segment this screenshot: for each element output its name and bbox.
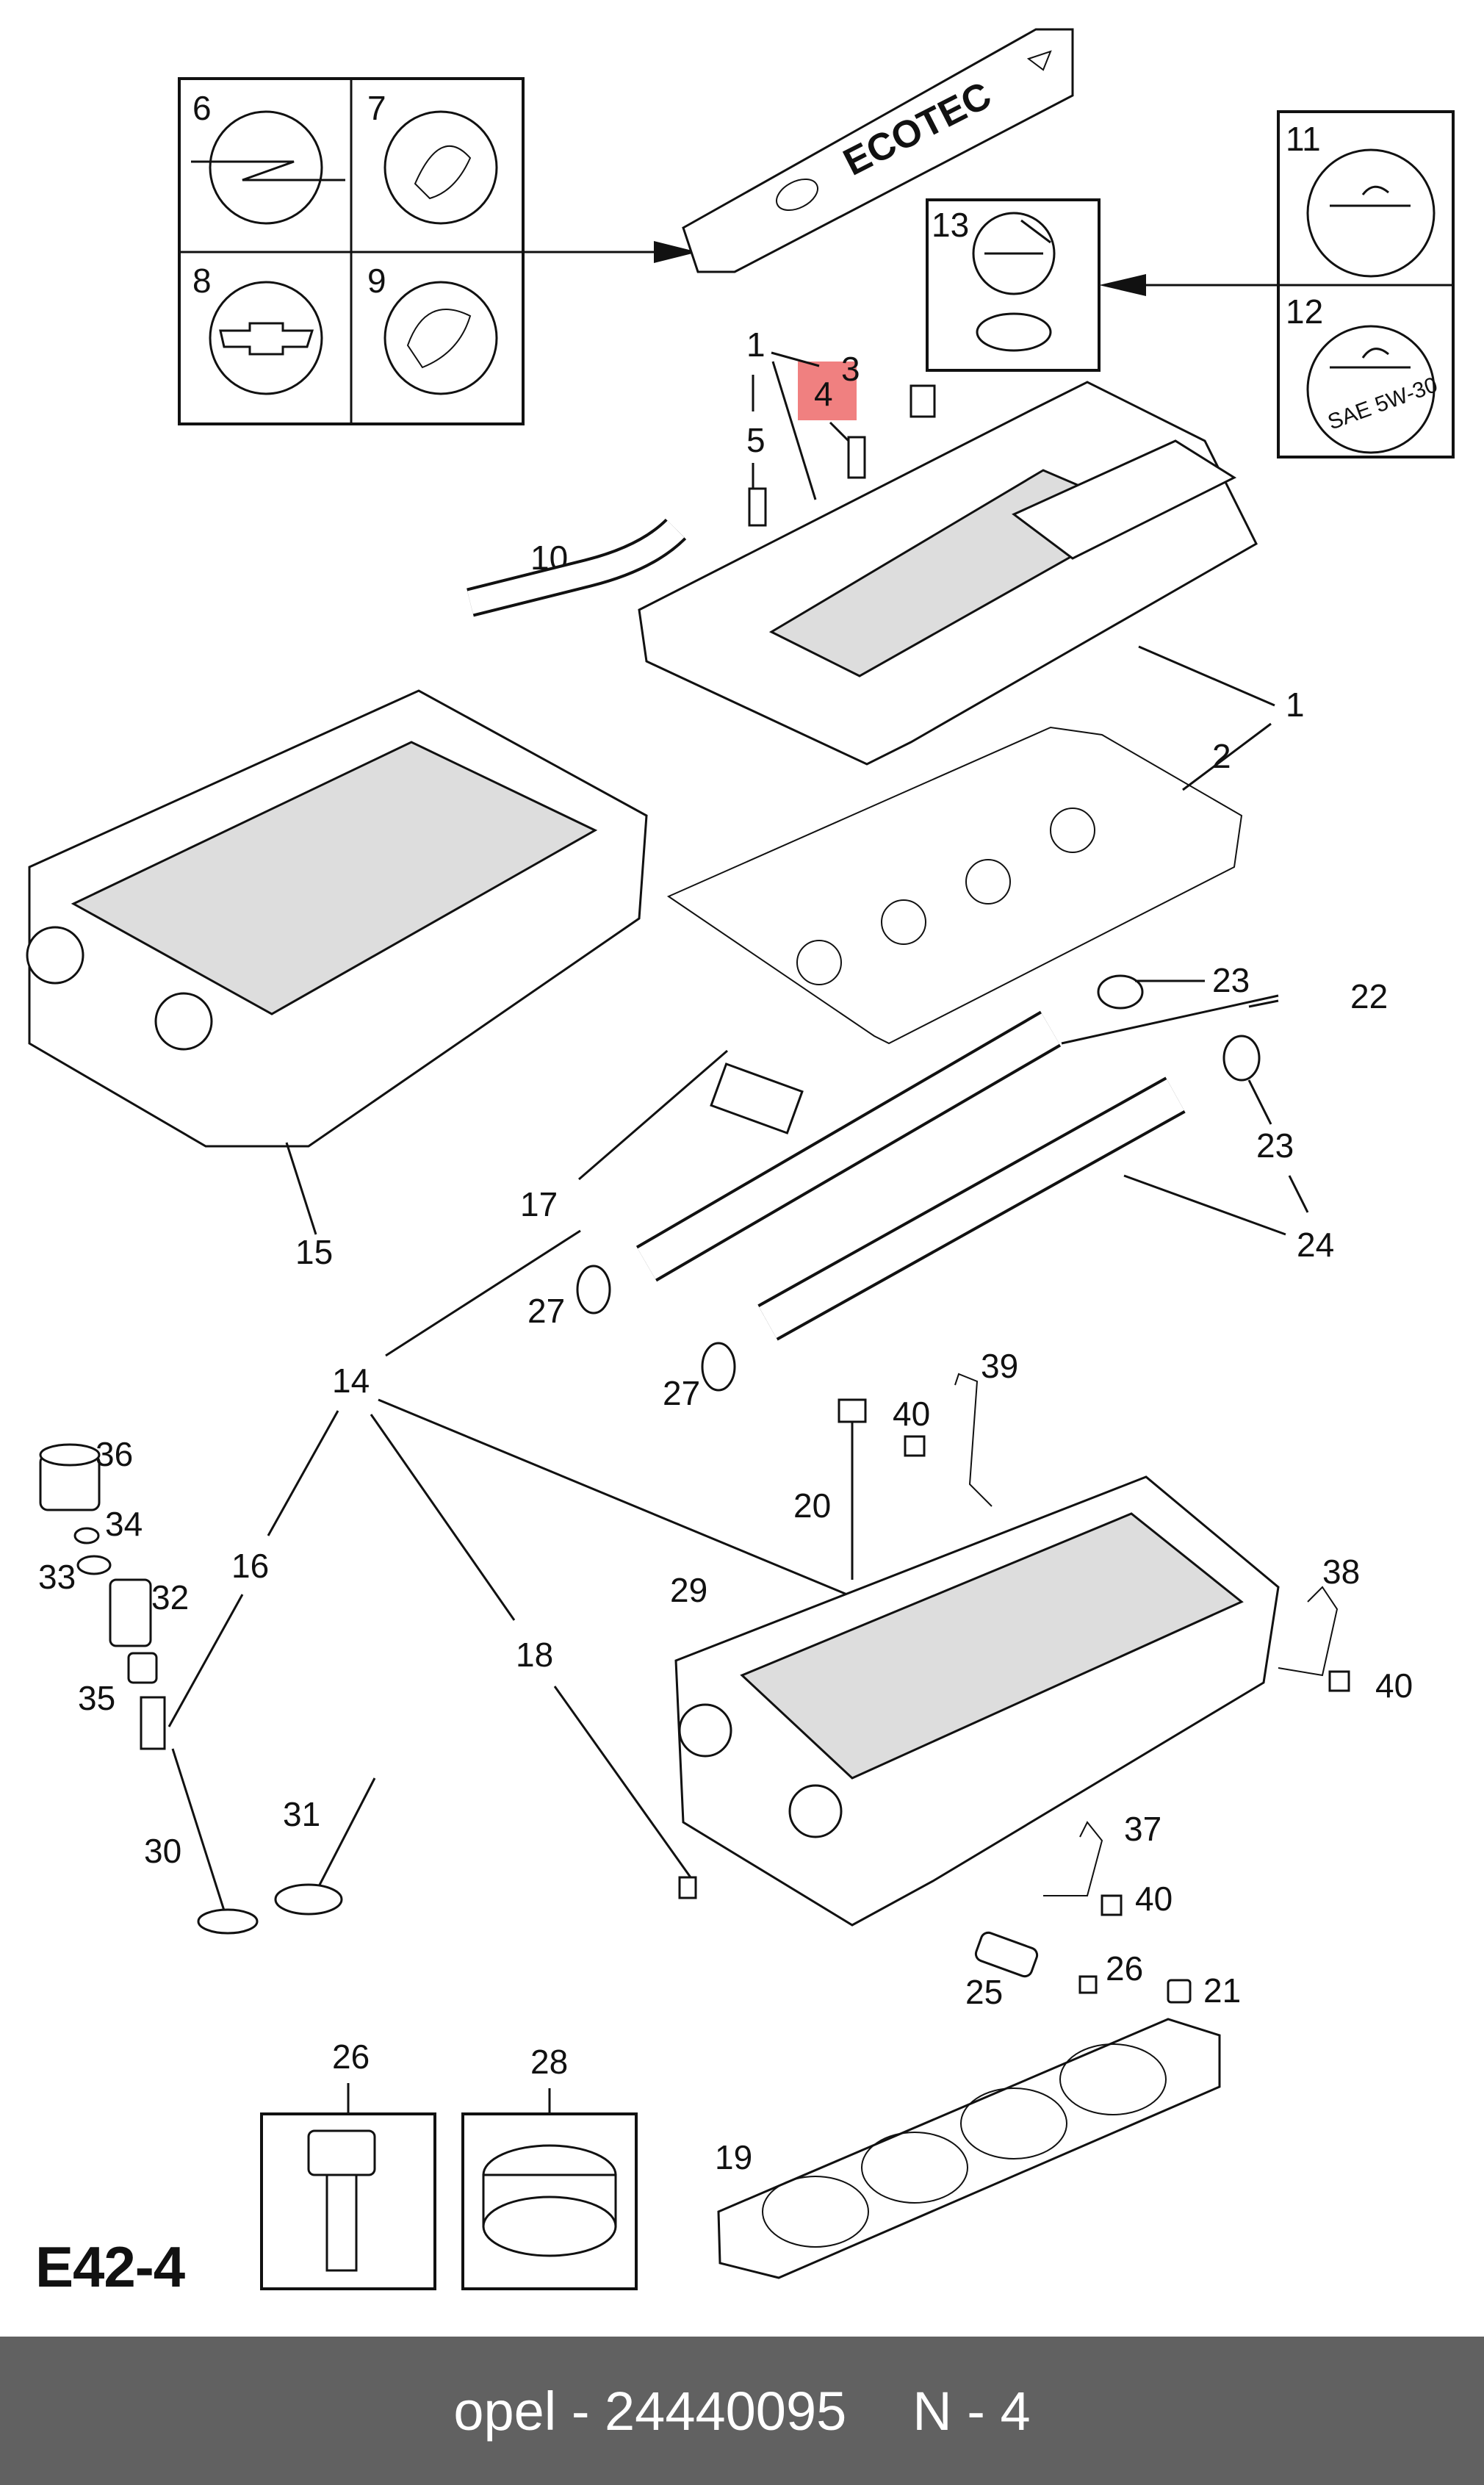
- footer-position: N - 4: [912, 2380, 1031, 2442]
- callout-1: 1: [1286, 686, 1305, 724]
- callout-15: 15: [295, 1233, 333, 1271]
- vauxhall-emblem-icon: [383, 110, 498, 225]
- callout-16: 16: [231, 1547, 269, 1585]
- callout-4: 4: [814, 375, 833, 413]
- callout-30: 30: [144, 1832, 181, 1870]
- footer-part-number: 24440095: [605, 2380, 847, 2442]
- callout-11: 11: [1286, 120, 1321, 158]
- cylinder-head-left: [26, 689, 648, 1148]
- camshaft-intake: [635, 1010, 1062, 1282]
- footer-separator: -: [571, 2380, 590, 2442]
- callout-38: 38: [1322, 1553, 1360, 1591]
- oil-cap-options-box: SAE 5W-30: [1277, 110, 1455, 458]
- callout-34: 34: [105, 1505, 143, 1543]
- callout-25: 25: [965, 1973, 1003, 2011]
- cover-gasket: [666, 726, 1243, 1045]
- callout-40-top: 40: [893, 1395, 930, 1433]
- callout-3: 3: [841, 350, 860, 388]
- callout-5: 5: [746, 421, 766, 459]
- callout-24: 24: [1297, 1226, 1334, 1264]
- callout-35: 35: [78, 1679, 115, 1717]
- callout-7: 7: [367, 89, 386, 127]
- callout-17: 17: [520, 1185, 558, 1223]
- footer-bar: opel - 24440095 N - 4: [0, 2337, 1484, 2485]
- callout-39: 39: [981, 1347, 1018, 1385]
- callout-6: 6: [192, 89, 212, 127]
- callout-26-top: 26: [1106, 1949, 1143, 1988]
- callout-28: 28: [530, 2043, 568, 2081]
- highlight-marker: [798, 362, 857, 420]
- detail-box-bolt: [260, 2112, 436, 2290]
- callout-12: 12: [1286, 292, 1323, 331]
- callout-8: 8: [192, 262, 212, 300]
- callout-29: 29: [670, 1571, 707, 1609]
- page-code: E42-4: [35, 2234, 185, 2299]
- cylinder-head-assembly: [674, 1475, 1280, 1927]
- callout-31: 31: [283, 1795, 320, 1833]
- holden-emblem-icon: [383, 281, 498, 395]
- detail-box-plug: [461, 2112, 638, 2290]
- callout-18: 18: [516, 1636, 553, 1674]
- callout-26-bottom: 26: [332, 2038, 370, 2076]
- callout-23-top: 23: [1212, 961, 1250, 999]
- callout-21: 21: [1203, 1971, 1241, 2010]
- callout-13: 13: [932, 206, 969, 244]
- emblem-options-box: [178, 77, 525, 425]
- callout-37: 37: [1124, 1810, 1161, 1848]
- parts-diagram: 6 7 8 9 ECOTEC SAE 5W-30 11 12 13 4 1 3 …: [26, 28, 1455, 2290]
- footer-brand: opel: [453, 2380, 557, 2442]
- callout-20: 20: [793, 1486, 831, 1525]
- callout-33: 33: [38, 1558, 76, 1596]
- callout-36: 36: [96, 1435, 133, 1473]
- callout-9: 9: [367, 262, 386, 300]
- callout-14: 14: [332, 1362, 370, 1400]
- callout-27-top: 27: [527, 1292, 565, 1330]
- head-gasket: [717, 2018, 1221, 2279]
- opel-emblem-icon: [209, 110, 323, 225]
- callout-19: 19: [715, 2138, 752, 2176]
- chevrolet-emblem-icon: [209, 281, 323, 395]
- camshaft-cover: [638, 381, 1258, 766]
- camshaft-exhaust: [757, 1076, 1186, 1341]
- callout-22: 22: [1350, 977, 1388, 1015]
- callout-27-bottom: 27: [663, 1374, 700, 1412]
- callout-23-bottom: 23: [1256, 1126, 1294, 1165]
- callout-32: 32: [151, 1578, 189, 1616]
- callout-40-right: 40: [1375, 1666, 1413, 1705]
- callout-1-top: 1: [746, 326, 766, 364]
- valve-train-parts: [39, 1443, 376, 1935]
- callout-40-bottom: 40: [1135, 1880, 1173, 1918]
